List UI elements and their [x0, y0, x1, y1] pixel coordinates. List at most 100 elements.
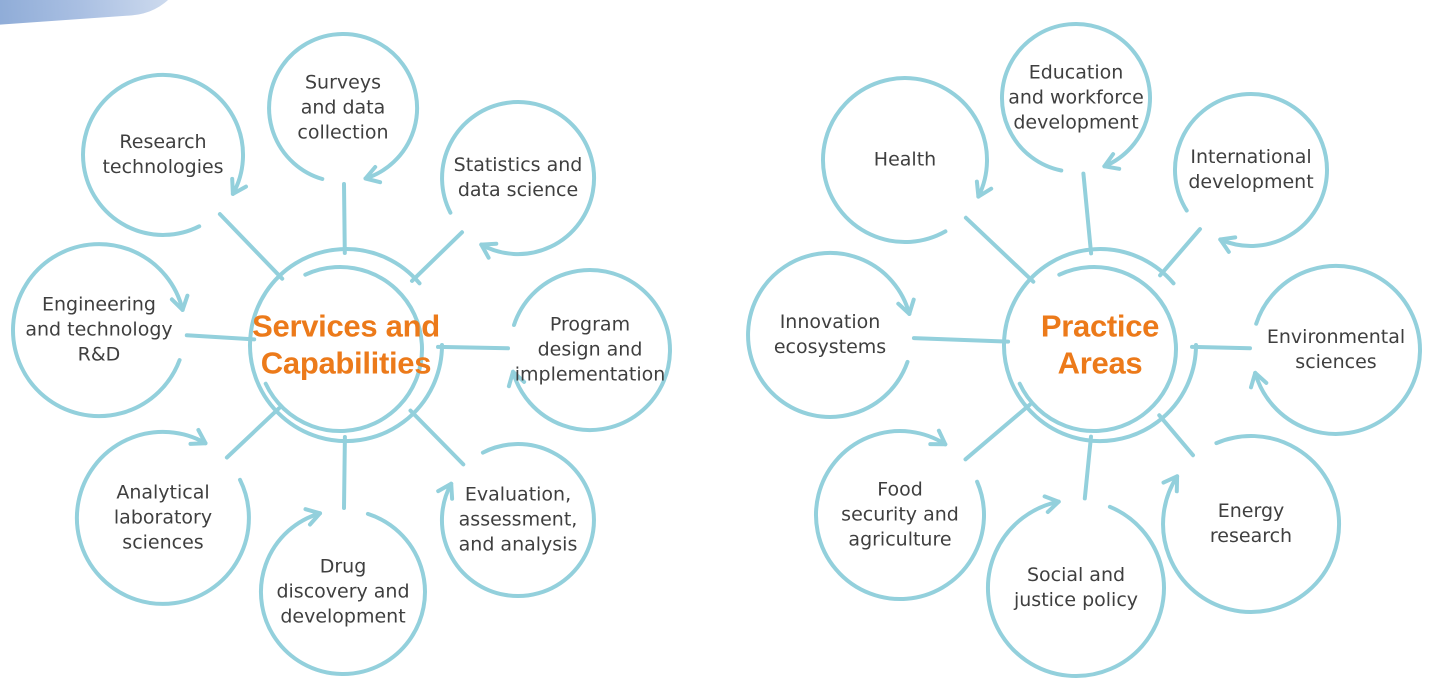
node-label-line: Innovation [779, 310, 881, 333]
node-label-line: and workforce [1008, 86, 1144, 109]
services-node-ring [511, 268, 672, 433]
services-arrow-icon [506, 369, 527, 389]
node-label-line: and data [300, 96, 386, 119]
services-arrow-icon [188, 428, 208, 446]
services-arrow-icon [436, 481, 455, 501]
services-arrow-icon [303, 507, 322, 527]
practice-arrow-icon [974, 179, 994, 199]
node-label-line: Environmental [1266, 325, 1406, 348]
practice-arrow-icon [1218, 235, 1238, 254]
practice-node-label: Health [874, 147, 936, 172]
node-label-line: development [280, 605, 406, 628]
node-label-line: R&D [77, 343, 121, 366]
hub-title-line: Capabilities [260, 345, 432, 380]
hub-title-line: Services and [252, 308, 440, 344]
node-label-line: assessment, [458, 508, 578, 531]
node-label-line: research [1209, 525, 1293, 547]
node-label-line: justice policy [1013, 589, 1139, 611]
node-label-line: data science [457, 179, 579, 201]
node-label-line: Analytical [116, 481, 210, 504]
services-node-label: Statistics and data science [454, 153, 583, 203]
services-connector [342, 182, 347, 255]
practice-connector [1082, 434, 1093, 501]
node-label-line: Research [119, 130, 207, 153]
practice-node-ring [746, 250, 912, 419]
services-node-ring [439, 442, 596, 599]
node-label-line: security and [841, 503, 959, 526]
services-arrow-icon [479, 241, 499, 260]
services-arrow-icon [230, 176, 248, 196]
node-label-line: Energy [1217, 499, 1285, 522]
node-label-line: Drug [319, 555, 367, 578]
node-label-line: Surveys [304, 71, 381, 94]
services-connector [217, 212, 285, 281]
practice-arrow-icon [1161, 474, 1180, 494]
node-label-line: sciences [122, 531, 204, 554]
services-arrow-icon [169, 293, 190, 312]
practice-arrow-icon [1249, 370, 1269, 390]
node-label-line: technologies [102, 156, 224, 178]
services-connector [408, 408, 466, 467]
practice-connector [963, 215, 1036, 284]
node-label-line: Statistics and [453, 153, 583, 176]
node-label-line: ecosystems [773, 336, 887, 358]
practice-arrow-icon [1102, 152, 1122, 171]
practice-connector [1190, 344, 1252, 351]
services-node-ring [440, 100, 597, 257]
node-label-line: agriculture [848, 528, 952, 551]
practice-node-label: Environmental sciences [1267, 325, 1405, 375]
node-label-line: and technology [25, 318, 173, 341]
practice-connector [1081, 171, 1094, 256]
services-connector [224, 406, 282, 460]
services-connector [410, 230, 464, 283]
node-label-line: Evaluation, [464, 483, 572, 506]
practice-node-ring [1000, 22, 1152, 173]
practice-arrow-icon [896, 297, 916, 316]
node-label-line: Education [1028, 61, 1124, 84]
services-connector [342, 435, 347, 510]
hub-title-line: Practice [1040, 308, 1160, 344]
services-connector [436, 344, 510, 351]
services-node-ring [11, 242, 185, 419]
practice-node-ring [1161, 434, 1341, 614]
services-hub-inner-arc [263, 265, 424, 433]
node-label-line: and analysis [458, 533, 578, 556]
node-label-line: International [1190, 145, 1312, 168]
node-label-line: design and [537, 338, 643, 361]
services-node-label: Research technologies [102, 130, 223, 180]
node-label-line: implementation [514, 363, 666, 386]
services-connector [184, 333, 257, 342]
services-node-label: Evaluation,assessment,and analysis [459, 482, 578, 557]
services-node-ring [81, 72, 245, 237]
practice-node-ring [814, 429, 986, 602]
practice-node-ring [1253, 263, 1422, 436]
node-label-line: Health [873, 148, 937, 171]
practice-connector [963, 402, 1032, 462]
practice-arrow-icon [928, 428, 948, 447]
practice-node-ring [985, 499, 1166, 678]
services-node-ring [74, 429, 251, 606]
practice-node-label: International development [1188, 145, 1313, 195]
node-label-line: discovery and [276, 580, 410, 603]
practice-arrow-icon [1042, 494, 1061, 514]
practice-connector [911, 336, 1011, 344]
hub-title-line: Areas [1057, 345, 1143, 380]
services-arrow-icon [363, 165, 383, 185]
node-label-line: sciences [1295, 351, 1377, 373]
practice-node-label: Innovation ecosystems [774, 310, 886, 360]
services-node-ring [267, 32, 420, 181]
node-label-line: development [1188, 171, 1314, 193]
node-label-line: collection [297, 121, 389, 144]
